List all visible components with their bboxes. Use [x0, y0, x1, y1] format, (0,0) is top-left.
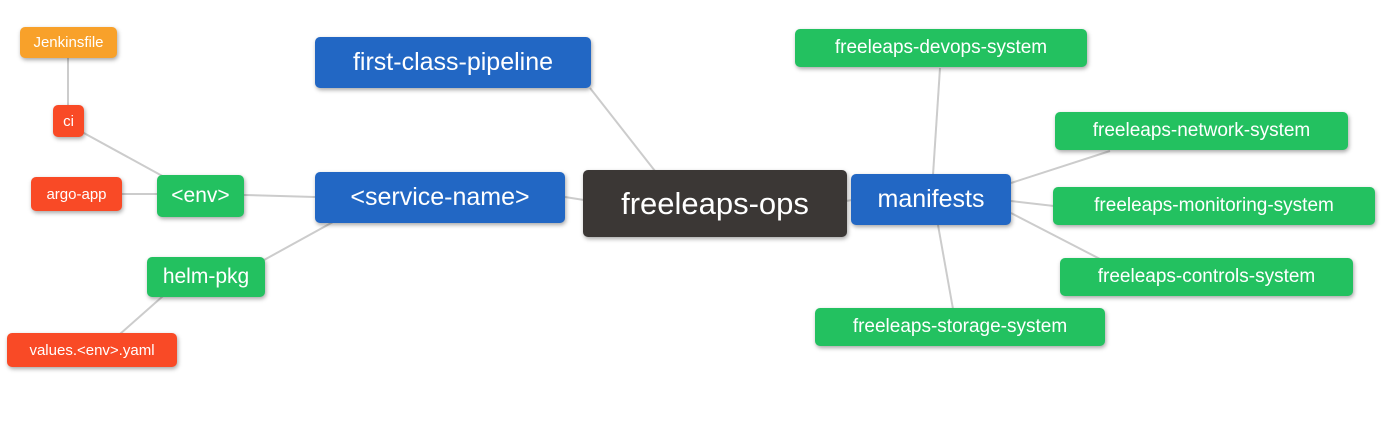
node-freeleaps-storage-system[interactable]: freeleaps-storage-system: [815, 308, 1105, 346]
edge-manifests-storage-system: [937, 224, 954, 310]
edge-manifests-monitoring-system: [1010, 200, 1055, 207]
node-jenkinsfile[interactable]: Jenkinsfile: [20, 27, 117, 58]
edge-manifests-devops-system: [932, 67, 941, 176]
node-freeleaps-ops[interactable]: freeleaps-ops: [583, 170, 847, 237]
node-freeleaps-network-system[interactable]: freeleaps-network-system: [1055, 112, 1348, 150]
edge-ci-env: [81, 131, 167, 179]
node-freeleaps-controls-system[interactable]: freeleaps-controls-system: [1060, 258, 1353, 296]
node-ci[interactable]: ci: [53, 105, 84, 137]
node-helm-pkg[interactable]: helm-pkg: [147, 257, 265, 297]
edge-service-name-freeleaps-ops: [564, 196, 585, 201]
node-manifests[interactable]: manifests: [851, 174, 1011, 225]
node-values-env-yaml[interactable]: values.<env>.yaml: [7, 333, 177, 367]
node-argo-app[interactable]: argo-app: [31, 177, 122, 211]
edge-manifests-network-system: [1010, 150, 1111, 184]
edge-values-helm-pkg: [119, 295, 164, 335]
node-freeleaps-monitoring-system[interactable]: freeleaps-monitoring-system: [1053, 187, 1375, 225]
edge-env-service-name: [243, 194, 316, 198]
node-freeleaps-devops-system[interactable]: freeleaps-devops-system: [795, 29, 1087, 67]
node-service-name[interactable]: <service-name>: [315, 172, 565, 223]
node-first-class-pipeline[interactable]: first-class-pipeline: [315, 37, 591, 88]
edge-helm-pkg-service-name: [263, 221, 334, 261]
edge-manifests-controls-system: [1010, 212, 1101, 260]
edge-pipeline-freeleaps-ops: [589, 87, 656, 172]
node-env[interactable]: <env>: [157, 175, 244, 217]
